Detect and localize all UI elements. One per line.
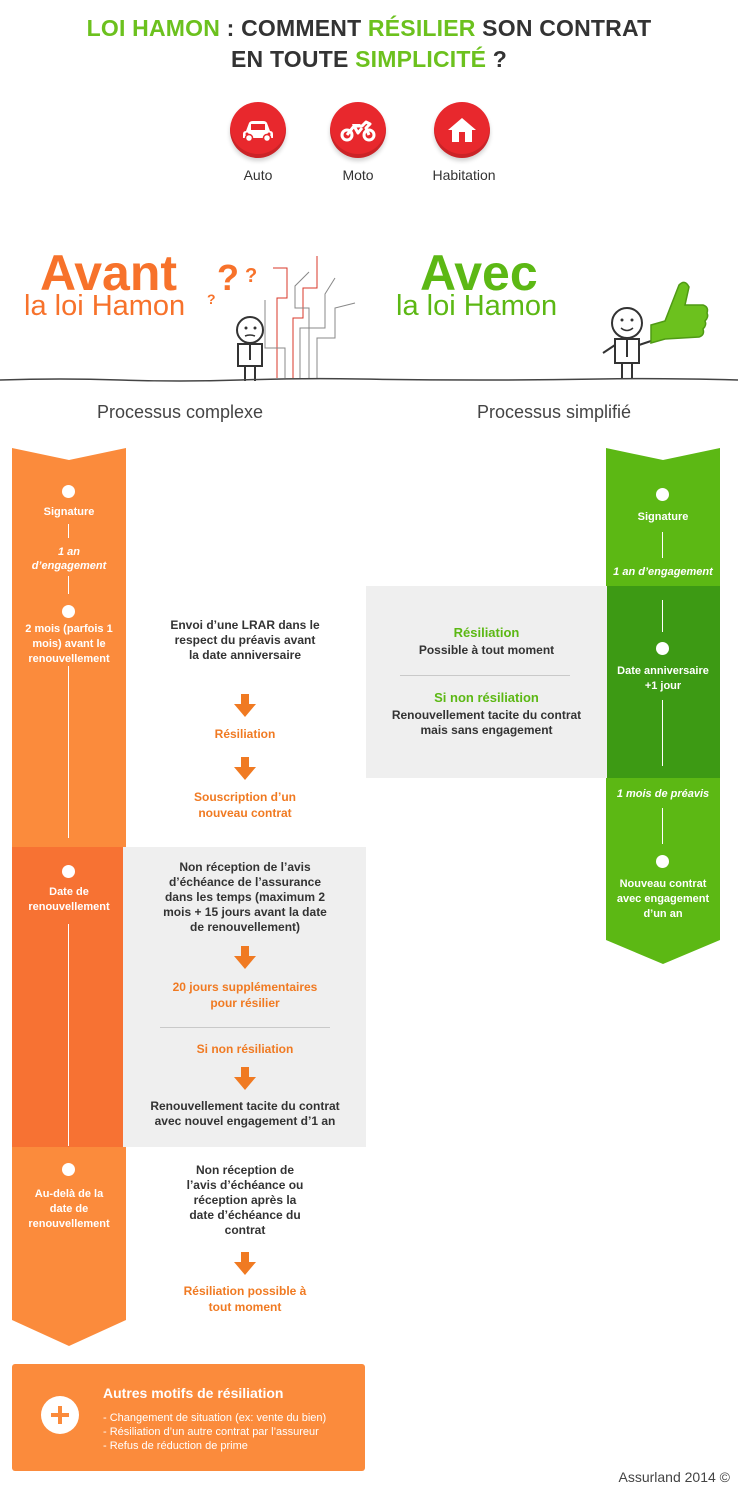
right-resiliation-text: Possible à tout moment	[418, 643, 555, 657]
page-title: LOI HAMON : COMMENT RÉSILIER SON CONTRAT	[0, 15, 738, 42]
category-label-habitation: Habitation	[432, 167, 496, 183]
copyright: Assurland 2014 ©	[618, 1469, 731, 1485]
timeline-dot	[656, 488, 669, 501]
right-nonres-text: Renouvellement tacite du contrat mais sa…	[391, 708, 582, 737]
resiliation-anytime-label: Résiliation possible à tout moment	[183, 1284, 307, 1314]
title-part: LOI HAMON	[86, 15, 221, 41]
extra-days-label: 20 jours supplémentaires pour résilier	[172, 980, 318, 1010]
after-subtitle: la loi Hamon	[396, 290, 558, 322]
other-reason-item: - Refus de réduction de prime	[103, 1440, 248, 1452]
before-process-label: Processus complexe	[96, 402, 264, 422]
right-signature-label: Signature	[637, 511, 689, 523]
notice-not-received-text: Non réception de l’avis d’échéance de l’…	[163, 860, 327, 934]
timeline-line	[662, 532, 663, 558]
left-two-months-label: 2 mois (parfois 1 mois) avant le renouve…	[25, 623, 113, 665]
timeline-dot	[62, 865, 75, 878]
left-renewal-panel	[123, 847, 366, 1147]
down-arrow-icon	[234, 694, 256, 717]
right-timeline-bar	[606, 448, 720, 964]
right-engagement-label: 1 an d’engagement	[613, 566, 713, 578]
after-process-label: Processus simplifié	[476, 402, 632, 422]
svg-text:?: ?	[217, 257, 239, 298]
timeline-line	[68, 576, 69, 594]
title-part: RÉSILIER	[367, 15, 476, 41]
svg-text:?: ?	[207, 291, 216, 307]
title-part: SIMPLICITÉ	[355, 46, 487, 72]
other-reasons-title: Autres motifs de résiliation	[103, 1385, 284, 1401]
before-title: Avant	[40, 245, 178, 301]
down-arrow-icon	[234, 1067, 256, 1090]
after-title: Avec	[420, 245, 538, 301]
svg-text:?: ?	[245, 265, 257, 287]
timeline-dot	[656, 642, 669, 655]
separator	[160, 1027, 330, 1028]
title-part: ?	[486, 46, 507, 72]
house-icon[interactable]	[434, 102, 490, 158]
left-renewal-date-label: Date de renouvellement	[28, 886, 110, 913]
right-anniversary-label: Date anniversaire +1 jour	[617, 665, 709, 692]
timeline-dot	[62, 1163, 75, 1176]
timeline-line	[662, 600, 663, 632]
ground-line	[0, 377, 738, 382]
right-resiliation-title: Résiliation	[453, 625, 520, 640]
confused-man-illustration: ? ? ?	[207, 256, 356, 381]
timeline-line	[662, 700, 663, 766]
car-icon[interactable]	[230, 102, 286, 158]
page-title-line2: EN TOUTE SIMPLICITÉ ?	[0, 46, 738, 73]
motorcycle-icon[interactable]	[330, 102, 386, 158]
timeline-dot	[62, 485, 75, 498]
down-arrow-icon	[234, 757, 256, 780]
title-part: SON CONTRAT	[475, 15, 652, 41]
before-subtitle: la loi Hamon	[24, 290, 186, 322]
right-anniversary-panel	[366, 586, 607, 778]
down-arrow-icon	[234, 946, 256, 969]
resiliation-label: Résiliation	[214, 727, 276, 741]
timeline-line	[68, 524, 69, 538]
timeline-line	[68, 924, 69, 1146]
left-engagement-label: 1 an d’engagement	[31, 546, 107, 572]
separator	[400, 675, 570, 676]
other-reason-item: - Changement de situation (ex: vente du …	[103, 1412, 327, 1424]
right-notice-label: 1 mois de préavis	[616, 788, 710, 800]
timeline-line	[662, 808, 663, 844]
non-resiliation-label: Si non résiliation	[196, 1042, 294, 1056]
new-contract-label: Souscription d’un nouveau contrat	[194, 790, 296, 820]
lrar-text: Envoi d’une LRAR dans le respect du préa…	[170, 618, 320, 662]
tacit-renewal-text: Renouvellement tacite du contrat avec no…	[150, 1099, 340, 1128]
left-beyond-label: Au-delà de la date de renouvellement	[28, 1188, 110, 1230]
title-part: : COMMENT	[220, 15, 368, 41]
left-timeline-bar	[12, 448, 126, 1346]
category-label-auto: Auto	[243, 167, 273, 183]
happy-man-illustration	[602, 281, 709, 379]
right-new-contract-label: Nouveau contrat avec engagement d’un an	[616, 878, 710, 920]
timeline-dot	[62, 605, 75, 618]
timeline-line	[68, 666, 69, 838]
down-arrow-icon	[234, 1252, 256, 1275]
timeline-dot	[656, 855, 669, 868]
left-signature-label: Signature	[43, 506, 95, 518]
beyond-date-text: Non réception de l’avis d’échéance ou ré…	[186, 1163, 304, 1237]
plus-icon	[41, 1396, 79, 1434]
other-reason-item: - Résiliation d’un autre contrat par l’a…	[103, 1426, 319, 1438]
category-label-moto: Moto	[342, 167, 374, 183]
right-nonres-title: Si non résiliation	[434, 690, 539, 705]
title-part: EN TOUTE	[231, 46, 356, 72]
